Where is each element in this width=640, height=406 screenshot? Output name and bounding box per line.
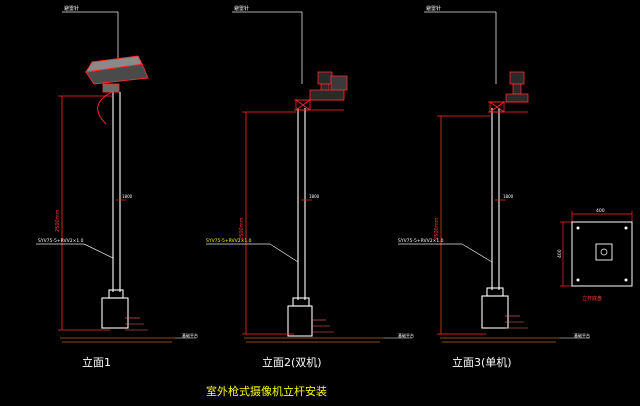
single-camera-icon (488, 71, 529, 113)
inner-dimension-label: 1800 (503, 194, 514, 199)
height-dimension-label: 2500mm (55, 209, 61, 232)
cable-spec-label: SYV75-5+RVV2×1.0 (206, 238, 252, 244)
lightning-rod-label: 避雷针 (234, 5, 249, 12)
height-dimension-label: 2500mm (239, 217, 245, 240)
cable-spec-label: SYV75-5+RVV2×1.0 (398, 238, 444, 244)
ground-label: 基础平台 (182, 332, 198, 338)
lightning-rod-label: 避雷针 (426, 5, 441, 12)
inner-dimension-label: 1800 (309, 194, 320, 199)
plate-width-label: 400 (596, 208, 605, 214)
bullet-camera-icon (85, 55, 149, 125)
pole (101, 92, 129, 329)
base-plate-plan: 400 400 立杆底盘 (557, 208, 633, 302)
pole (287, 108, 313, 337)
elevation-caption: 立面1 (82, 355, 111, 369)
height-dimension (58, 95, 112, 331)
main-title: 室外枪式摄像机立杆安装 (206, 384, 327, 398)
elevation-1: 避雷针 2500mm 1800 SYV75-5+RVV2×1.0 (36, 5, 198, 369)
plate-height-label: 400 (557, 249, 563, 258)
ground-hatch (440, 337, 560, 343)
elevation-caption: 立面2(双机) (262, 355, 322, 369)
ground-hatch (60, 337, 175, 343)
elevation-2: 避雷针 2500mm 1800 SYV75-5+RVV2×1. (206, 5, 414, 369)
height-dimension (242, 111, 296, 335)
base-plate-caption: 立杆底盘 (582, 295, 602, 302)
ground-hatch (244, 337, 384, 343)
height-dimension (437, 115, 490, 335)
dual-camera-icon (294, 71, 348, 111)
cable-spec-label: SYV75-5+RVV2×1.0 (38, 238, 84, 244)
ground-label: 基础平台 (574, 332, 590, 338)
inner-dimension-label: 1800 (122, 194, 133, 199)
lightning-rod-label: 避雷针 (64, 5, 79, 12)
ground-label: 基础平台 (398, 332, 414, 338)
pole (481, 108, 509, 329)
elevation-caption: 立面3(单机) (452, 355, 512, 369)
elevation-3: 避雷针 2500mm 1800 SYV75-5+RVV2×1.0 (398, 5, 590, 369)
height-dimension-label: 2500mm (434, 217, 440, 240)
